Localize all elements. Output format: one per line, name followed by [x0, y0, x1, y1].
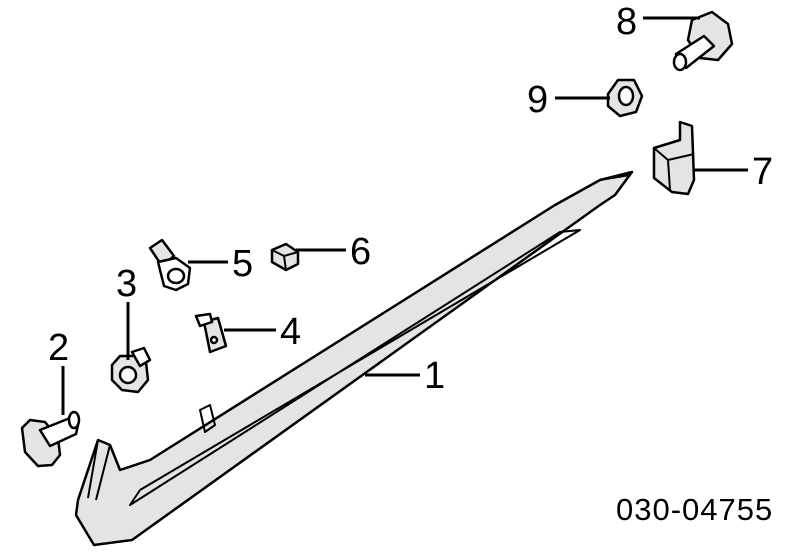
callout-7: 7 [752, 151, 773, 193]
callout-4: 4 [280, 311, 301, 353]
callout-5: 5 [232, 243, 253, 285]
part-2-bolt[interactable] [20, 410, 81, 468]
callout-2: 2 [48, 327, 69, 369]
callout-9: 9 [527, 79, 548, 121]
callout-numbers: 1 2 3 4 5 6 7 8 9 [48, 1, 773, 397]
part-3-clip-nut[interactable] [110, 346, 152, 394]
callout-1: 1 [424, 355, 445, 397]
part-7-bracket[interactable] [652, 120, 696, 196]
part-8-flange-bolt[interactable] [672, 10, 734, 72]
part-6-block[interactable] [270, 242, 300, 272]
part-9-nut[interactable] [606, 78, 644, 118]
reference-code: 030-04755 [616, 492, 773, 527]
callout-3: 3 [116, 263, 137, 305]
part-5-grommet[interactable] [148, 238, 192, 292]
part-4-retainer[interactable] [194, 312, 228, 354]
part-1-sill-molding[interactable] [74, 170, 634, 547]
leader-lines [61, 16, 748, 415]
callout-6: 6 [350, 231, 371, 273]
callout-8: 8 [616, 1, 637, 43]
